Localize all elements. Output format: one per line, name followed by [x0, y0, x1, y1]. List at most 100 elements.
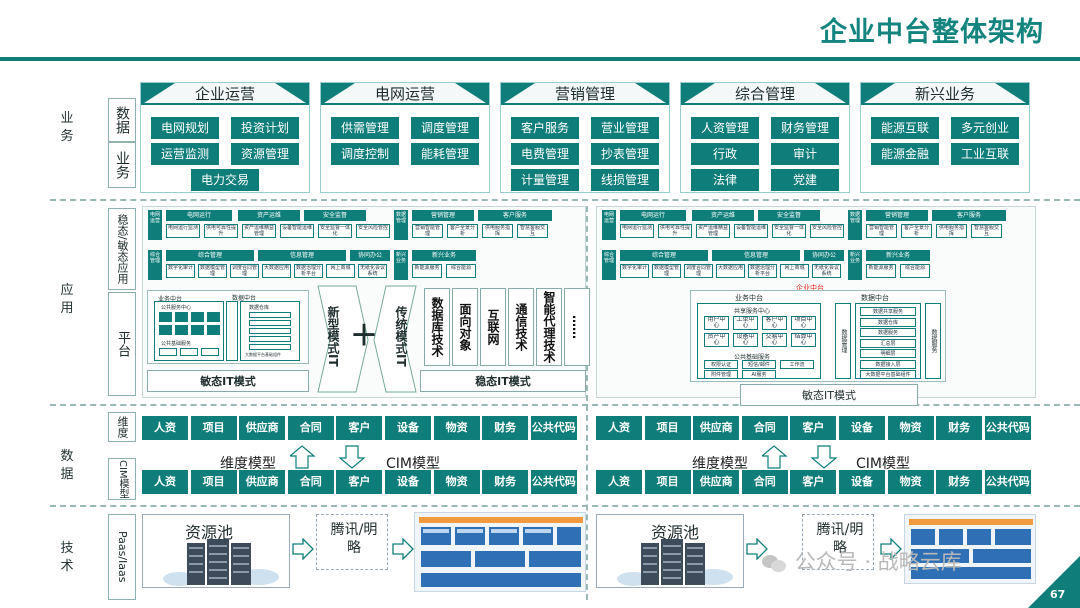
- module-item[interactable]: 大数据应用: [262, 264, 291, 278]
- module-item[interactable]: 安全风险管控: [810, 224, 844, 238]
- module-item[interactable]: 设备智能运维: [734, 224, 768, 238]
- module-item[interactable]: 供电可靠性提升: [204, 224, 238, 238]
- business-item-button[interactable]: 电费管理: [511, 143, 579, 165]
- module-item[interactable]: 安全监督一体化: [318, 224, 352, 238]
- module-item[interactable]: 大数据应用: [716, 264, 745, 278]
- business-item-button[interactable]: 工业互联: [951, 143, 1019, 165]
- business-item-button[interactable]: 计量管理: [511, 169, 579, 191]
- module-item[interactable]: 数字化审计: [166, 264, 195, 278]
- data-entity-button[interactable]: 人资: [142, 416, 188, 440]
- data-layer[interactable]: 数据接入层: [860, 359, 916, 369]
- business-item-button[interactable]: 供需管理: [331, 117, 399, 139]
- module-item[interactable]: 数据治理分析平台: [294, 264, 323, 278]
- data-entity-button[interactable]: 物资: [887, 416, 934, 440]
- module-item[interactable]: 网上商城: [780, 264, 809, 278]
- data-entity-button[interactable]: 物资: [887, 470, 934, 494]
- data-entity-button[interactable]: 合同: [741, 416, 788, 440]
- business-item-button[interactable]: 能耗管理: [411, 143, 479, 165]
- data-entity-button[interactable]: 合同: [287, 416, 334, 440]
- business-item-button[interactable]: 调度管理: [411, 117, 479, 139]
- data-entity-button[interactable]: 供应商: [693, 470, 740, 494]
- business-item-button[interactable]: 行政: [691, 143, 759, 165]
- business-item-button[interactable]: 调度控制: [331, 143, 399, 165]
- module-item[interactable]: 供电可靠性提升: [658, 224, 692, 238]
- module-item[interactable]: 调度合同管理: [230, 264, 259, 278]
- public-service[interactable]: AI服务: [742, 370, 776, 379]
- public-service[interactable]: 短信/邮件: [742, 360, 776, 369]
- module-item[interactable]: 新能源服务: [866, 264, 896, 278]
- data-entity-button[interactable]: 人资: [142, 470, 188, 494]
- data-entity-button[interactable]: 公共代码: [530, 470, 577, 494]
- public-service[interactable]: 工作流: [780, 360, 814, 369]
- module-item[interactable]: 网上商城: [326, 264, 355, 278]
- module-item[interactable]: 营销智能管理: [412, 224, 443, 238]
- data-entity-button[interactable]: 设备: [385, 470, 431, 494]
- data-layer[interactable]: 数据服务: [860, 328, 916, 337]
- business-item-button[interactable]: 党建: [771, 169, 839, 191]
- module-item[interactable]: 数据模型管理: [198, 264, 227, 278]
- module-item[interactable]: 综合能源: [900, 264, 930, 278]
- business-item-button[interactable]: 财务管理: [771, 117, 839, 139]
- business-item-button[interactable]: 运营监测: [151, 143, 219, 165]
- business-item-button[interactable]: 人资管理: [691, 117, 759, 139]
- module-item[interactable]: 安全监督一体化: [772, 224, 806, 238]
- data-layer[interactable]: 明细层: [860, 349, 916, 358]
- data-entity-button[interactable]: 物资: [433, 470, 480, 494]
- module-item[interactable]: 客户全景分析: [901, 224, 932, 238]
- module-item[interactable]: 客户全景分析: [447, 224, 478, 238]
- module-item[interactable]: 无纸化会议系统: [358, 264, 387, 278]
- business-item-button[interactable]: 电力交易: [191, 169, 259, 191]
- business-item-button[interactable]: 线损管理: [591, 169, 659, 191]
- center-module[interactable]: 客户中心: [762, 316, 787, 330]
- data-entity-button[interactable]: 公共代码: [984, 470, 1031, 494]
- module-item[interactable]: 资产运维精益管理: [696, 224, 730, 238]
- data-entity-button[interactable]: 供应商: [239, 416, 286, 440]
- center-module[interactable]: 交易中心: [762, 333, 787, 347]
- center-module[interactable]: 工单中心: [733, 316, 758, 330]
- data-entity-button[interactable]: 客户: [336, 470, 383, 494]
- data-entity-button[interactable]: 项目: [644, 470, 691, 494]
- center-module[interactable]: 项目中心: [791, 316, 816, 330]
- business-item-button[interactable]: 审计: [771, 143, 839, 165]
- data-entity-button[interactable]: 项目: [190, 470, 237, 494]
- business-item-button[interactable]: 抄表管理: [591, 143, 659, 165]
- data-entity-button[interactable]: 设备: [385, 416, 431, 440]
- public-service[interactable]: 附件管理: [704, 370, 738, 379]
- public-service[interactable]: 权限认证: [704, 360, 738, 369]
- data-entity-button[interactable]: 项目: [190, 416, 237, 440]
- module-item[interactable]: 智慧客服交互: [517, 224, 548, 238]
- data-layer[interactable]: 大数据平台基础组件: [860, 370, 916, 379]
- data-entity-button[interactable]: 财务: [936, 470, 983, 494]
- module-item[interactable]: 电网运行监测: [166, 224, 200, 238]
- data-entity-button[interactable]: 公共代码: [530, 416, 577, 440]
- data-layer[interactable]: 数据仓库: [860, 317, 916, 327]
- module-item[interactable]: 供电服务指挥: [482, 224, 513, 238]
- data-entity-button[interactable]: 财务: [936, 416, 983, 440]
- module-item[interactable]: 安全风险管控: [356, 224, 390, 238]
- module-item[interactable]: 综合能源: [446, 264, 476, 278]
- center-module[interactable]: 结算中心: [791, 333, 816, 347]
- data-entity-button[interactable]: 供应商: [693, 416, 740, 440]
- data-entity-button[interactable]: 设备: [839, 470, 885, 494]
- data-entity-button[interactable]: 项目: [644, 416, 691, 440]
- module-item[interactable]: 数据治理分析平台: [748, 264, 777, 278]
- data-entity-button[interactable]: 设备: [839, 416, 885, 440]
- data-layer[interactable]: 数据共享服务: [860, 307, 916, 316]
- module-item[interactable]: 设备智能运维: [280, 224, 314, 238]
- business-item-button[interactable]: 能源互联: [871, 117, 939, 139]
- data-entity-button[interactable]: 客户: [336, 416, 383, 440]
- center-module[interactable]: 设备中心: [733, 333, 758, 347]
- business-item-button[interactable]: 多元创业: [951, 117, 1019, 139]
- data-entity-button[interactable]: 人资: [596, 416, 642, 440]
- business-item-button[interactable]: 资源管理: [231, 143, 299, 165]
- data-entity-button[interactable]: 合同: [287, 470, 334, 494]
- data-entity-button[interactable]: 客户: [790, 470, 837, 494]
- business-item-button[interactable]: 客户服务: [511, 117, 579, 139]
- module-item[interactable]: 新能源服务: [412, 264, 442, 278]
- data-entity-button[interactable]: 人资: [596, 470, 642, 494]
- module-item[interactable]: 供电服务指挥: [936, 224, 967, 238]
- module-item[interactable]: 数字化审计: [620, 264, 649, 278]
- module-item[interactable]: 智慧客服交互: [971, 224, 1002, 238]
- module-item[interactable]: 调度合同管理: [684, 264, 713, 278]
- data-layer[interactable]: 汇总层: [860, 338, 916, 348]
